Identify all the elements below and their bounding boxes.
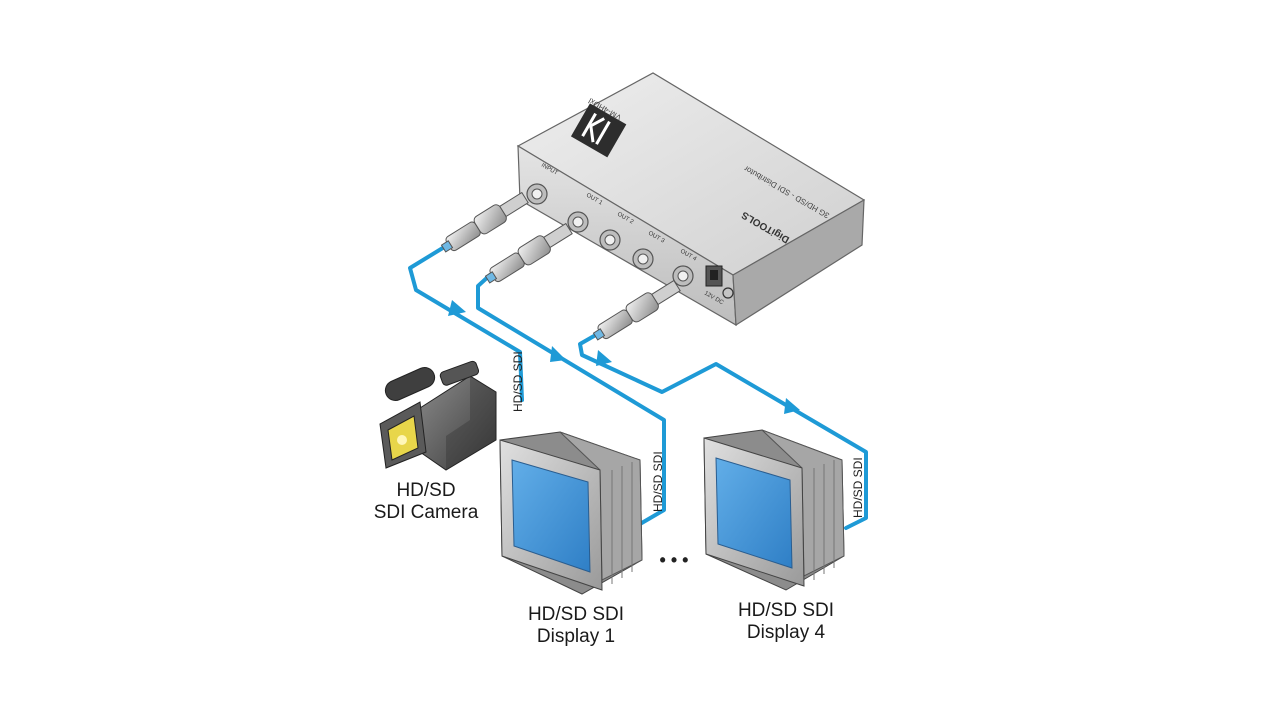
display-1-caption-line1: HD/SD SDI [527,604,625,625]
display-4-monitor-icon [703,429,845,591]
cable-out1-to-display1 [476,273,666,526]
sdi-distributor-device: VM-4HDxl 3G HD/SD - SDI Distributor Digi… [516,72,866,327]
cable-label-camera: HD/SD SDI [511,351,525,412]
bnc-connector-out4 [592,279,681,341]
bnc-port-out1 [567,211,589,233]
kramer-logo [570,103,627,158]
cable-label-display1: HD/SD SDI [651,451,665,512]
camera-caption-line1: HD/SD [396,480,456,501]
cable-camera-to-input [408,244,524,402]
device-side-face [732,198,865,327]
power-port [705,265,734,299]
display-4-caption-line1: HD/SD SDI [737,600,835,621]
display-4-caption: HD/SD SDI Display 4 [706,600,866,644]
display-4-screen [715,457,793,569]
camera-caption-line2: SDI Camera [373,502,479,523]
sdi-camera-icon [379,360,497,471]
display-1-monitor-icon [499,431,643,595]
sdi-cables [408,244,868,530]
signal-arrow-display1 [550,346,566,362]
signal-arrow-display4-a [596,350,612,366]
bnc-port-out4 [672,265,694,287]
bnc-connector-out1 [484,222,573,284]
bnc-port-out2 [599,229,621,251]
bnc-port-input [526,183,548,205]
bnc-port-out3 [632,248,654,270]
signal-arrow-camera [448,300,466,316]
cable-out4-to-display4 [578,334,868,530]
signal-arrow-display4-b [784,398,800,414]
cable-label-display4: HD/SD SDI [851,457,865,518]
bnc-connector-input [440,191,529,253]
more-displays-ellipsis: • • • [660,550,689,570]
display-4-caption-line2: Display 4 [746,622,826,643]
display-1-caption: HD/SD SDI Display 1 [496,604,656,648]
camera-caption: HD/SD SDI Camera [346,480,506,524]
display-1-screen [511,459,591,573]
display-1-caption-line2: Display 1 [536,626,616,647]
